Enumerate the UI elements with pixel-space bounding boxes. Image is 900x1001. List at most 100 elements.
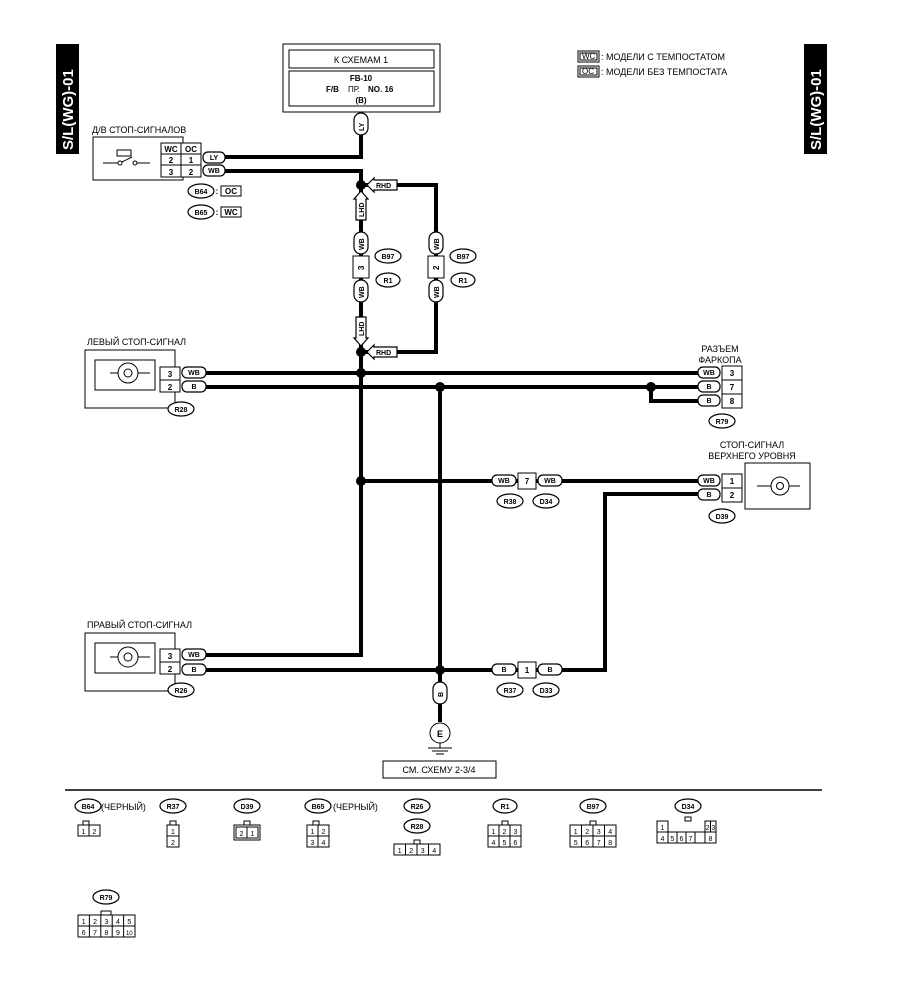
svg-text:1: 1 xyxy=(82,829,86,836)
svg-text:3: 3 xyxy=(168,652,173,661)
svg-text:1: 1 xyxy=(251,831,255,838)
svg-text:B: B xyxy=(706,492,711,499)
svg-text:B97: B97 xyxy=(457,254,470,261)
svg-text:ФАРКОПА: ФАРКОПА xyxy=(698,355,741,365)
svg-text:5: 5 xyxy=(671,836,675,843)
svg-text:2: 2 xyxy=(730,491,735,500)
svg-text:1: 1 xyxy=(661,825,665,832)
svg-text:OC: OC xyxy=(225,187,237,196)
svg-text:R79: R79 xyxy=(716,419,729,426)
source-fb: F/B xyxy=(326,85,339,94)
page-code-left-tab xyxy=(56,44,79,154)
left-lamp-label: ЛЕВЫЙ СТОП-СИГНАЛ xyxy=(87,336,186,347)
svg-text:2: 2 xyxy=(322,829,326,836)
lhd-arrow-top: LHD xyxy=(352,190,370,221)
right-stop-lamp: ПРАВЫЙ СТОП-СИГНАЛ 3 2 WB B R26 xyxy=(84,619,207,698)
right-lamp-label: ПРАВЫЙ СТОП-СИГНАЛ xyxy=(87,619,192,630)
svg-text:1: 1 xyxy=(492,829,496,836)
svg-text:3: 3 xyxy=(311,840,315,847)
svg-text:3: 3 xyxy=(357,265,366,270)
svg-text:WB: WB xyxy=(703,370,715,377)
svg-text:R37: R37 xyxy=(504,688,517,695)
svg-text:1: 1 xyxy=(398,848,402,855)
page-code-right: S/L(WG)-01 xyxy=(808,69,825,150)
svg-text:WB: WB xyxy=(188,370,200,377)
svg-text:2: 2 xyxy=(409,848,413,855)
svg-text:3: 3 xyxy=(711,825,715,832)
svg-text:4: 4 xyxy=(492,840,496,847)
svg-text:7: 7 xyxy=(597,840,601,847)
legend-oc-text: : МОДЕЛИ БЕЗ ТЕМПОСТАТА xyxy=(601,67,727,77)
svg-text:WC: WC xyxy=(224,208,238,217)
svg-text:1: 1 xyxy=(311,829,315,836)
source-conn: (B) xyxy=(355,96,366,105)
page-code-left: S/L(WG)-01 xyxy=(60,69,77,150)
svg-text:2: 2 xyxy=(93,919,97,926)
svg-text:(ЧЕРНЫЙ): (ЧЕРНЫЙ) xyxy=(101,801,146,812)
svg-text:R1: R1 xyxy=(384,278,393,285)
page-code-right-tab xyxy=(804,44,827,154)
svg-text:3: 3 xyxy=(421,848,425,855)
svg-text:5: 5 xyxy=(574,840,578,847)
svg-text:1: 1 xyxy=(189,156,194,165)
svg-text:7: 7 xyxy=(525,477,530,486)
source-fuse: FB-10 xyxy=(350,74,373,83)
svg-text:LHD: LHD xyxy=(359,322,366,336)
svg-text:2: 2 xyxy=(503,829,507,836)
svg-text:R28: R28 xyxy=(411,824,424,831)
svg-text:4: 4 xyxy=(322,840,326,847)
brake-switch-label: Д/В СТОП-СИГНАЛОВ xyxy=(92,125,186,135)
svg-text:R28: R28 xyxy=(175,407,188,414)
svg-text:B65: B65 xyxy=(312,804,325,811)
svg-text:D39: D39 xyxy=(716,514,729,521)
svg-text:9: 9 xyxy=(116,930,120,937)
svg-text:LY: LY xyxy=(359,122,366,131)
svg-text:3: 3 xyxy=(169,168,174,177)
svg-text:OC: OC xyxy=(185,145,197,154)
svg-text:2: 2 xyxy=(93,829,97,836)
legend-wc-text: : МОДЕЛИ С ТЕМПОСТАТОМ xyxy=(601,52,725,62)
svg-text:WB: WB xyxy=(434,286,441,298)
svg-text:R26: R26 xyxy=(411,804,424,811)
connector-r79: R79 1 2 3 4 5 6 7 8 9 10 xyxy=(77,889,136,938)
svg-text:B97: B97 xyxy=(382,254,395,261)
svg-text:D34: D34 xyxy=(540,499,553,506)
svg-text:LHD: LHD xyxy=(359,203,366,217)
svg-text:2: 2 xyxy=(168,383,173,392)
ground-symbol: E xyxy=(437,729,443,739)
high-mount-stop-lamp: СТОП-СИГНАЛ ВЕРХНЕГО УРОВНЯ WB B 1 2 D39 xyxy=(697,440,811,524)
svg-text:7: 7 xyxy=(689,836,693,843)
svg-text:8: 8 xyxy=(105,930,109,937)
connector-r26-r28: R26 R28 1 2 3 4 xyxy=(393,798,441,856)
legend: WC : МОДЕЛИ С ТЕМПОСТАТОМ OC : МОДЕЛИ БЕ… xyxy=(577,50,727,78)
ground-ref: СМ. СХЕМУ 2-3/4 xyxy=(402,765,475,775)
svg-text:2: 2 xyxy=(585,829,589,836)
svg-text:СТОП-СИГНАЛ: СТОП-СИГНАЛ xyxy=(720,440,784,450)
svg-text:D34: D34 xyxy=(682,804,695,811)
svg-text:B: B xyxy=(706,384,711,391)
svg-text:6: 6 xyxy=(82,930,86,937)
fuse-source-box: К СХЕМАМ 1 FB-10 F/B ПР. NO. 16 (B) xyxy=(282,43,441,113)
svg-text:3: 3 xyxy=(514,829,518,836)
svg-text:WB: WB xyxy=(434,238,441,250)
svg-text:B65: B65 xyxy=(195,210,208,217)
svg-text:4: 4 xyxy=(608,829,612,836)
connector-b97: B97 1 2 3 4 5 6 7 8 xyxy=(569,798,617,848)
svg-text:WB: WB xyxy=(359,238,366,250)
wires xyxy=(203,133,700,722)
svg-text:R26: R26 xyxy=(175,688,188,695)
svg-text:R1: R1 xyxy=(459,278,468,285)
lhd-arrow-bottom: LHD xyxy=(352,316,370,347)
ground-point: B E СМ. СХЕМУ 2-3/4 xyxy=(382,681,497,779)
svg-text:8: 8 xyxy=(608,840,612,847)
svg-text:WB: WB xyxy=(359,286,366,298)
svg-text:B: B xyxy=(706,398,711,405)
svg-text:2: 2 xyxy=(168,665,173,674)
svg-text:2: 2 xyxy=(171,840,175,847)
svg-text:LY: LY xyxy=(210,155,219,162)
svg-text:3: 3 xyxy=(597,829,601,836)
svg-text:3: 3 xyxy=(730,369,735,378)
svg-text:WB: WB xyxy=(703,478,715,485)
rhd-arrow-top: RHD xyxy=(366,176,398,194)
